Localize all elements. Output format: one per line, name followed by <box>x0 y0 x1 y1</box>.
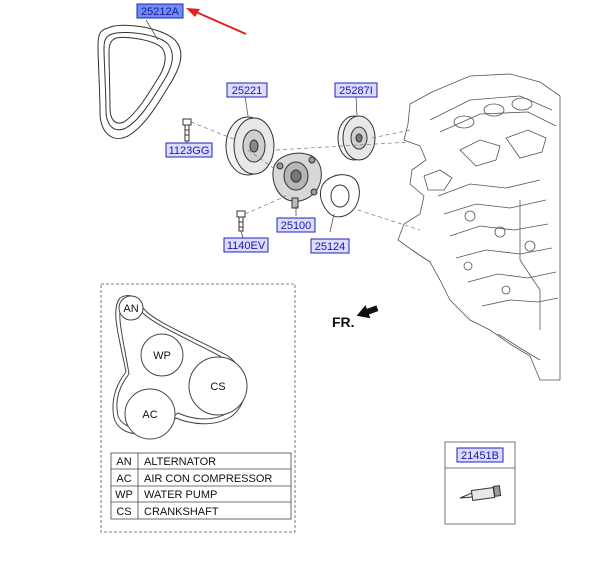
ac-circle-label: AC <box>142 409 157 421</box>
water-pump[interactable] <box>272 152 322 209</box>
callout-sealant-label: 21451B <box>461 450 499 462</box>
callout-pulley-label: 25221 <box>232 85 263 97</box>
callout-pulley[interactable]: 25221 <box>226 82 268 98</box>
legend-name: ALTERNATOR <box>144 456 216 468</box>
sealant-tube-icon[interactable] <box>459 485 502 502</box>
alternator-pulley-circle <box>118 295 144 321</box>
water-pump-pulley[interactable] <box>225 116 275 176</box>
assembly-lines <box>190 121 421 231</box>
drive-belt[interactable] <box>97 24 182 139</box>
ac-compressor-pulley-circle <box>124 388 176 440</box>
callout-water-pump[interactable]: 25100 <box>276 217 316 233</box>
callout-bolt-upper-label: 1123GG <box>169 145 210 157</box>
legend-code: AN <box>116 456 131 468</box>
callout-water-pump-label: 25100 <box>281 220 312 232</box>
legend-code: CS <box>116 506 131 518</box>
belt-routing-panel: AN WP CS AC AN ALTERNATOR AC AIR CON COM… <box>100 283 296 533</box>
callout-belt[interactable]: 25212A <box>136 3 184 19</box>
crankshaft-circle-label: CS <box>210 381 225 393</box>
callout-gasket[interactable]: 25124 <box>310 238 350 254</box>
water-pump-circle-label: WP <box>153 350 171 362</box>
red-arrow-icon <box>186 8 247 35</box>
front-label: FR. <box>332 314 355 330</box>
sealant-panel <box>444 441 516 525</box>
idler-pulley[interactable] <box>337 115 376 161</box>
callout-bolt-lower[interactable]: 1140EV <box>223 237 269 253</box>
legend-name: WATER PUMP <box>144 489 217 501</box>
legend-name: AIR CON COMPRESSOR <box>144 473 272 485</box>
callout-belt-label: 25212A <box>141 6 180 18</box>
legend-table: AN ALTERNATOR AC AIR CON COMPRESSOR WP W… <box>110 452 292 520</box>
water-pump-pulley-circle <box>140 333 184 377</box>
callout-idler-label: 25287I <box>339 85 373 97</box>
bolt-upper-icon[interactable] <box>182 118 192 142</box>
bolt-lower-icon[interactable] <box>236 210 246 232</box>
callout-bolt-lower-label: 1140EV <box>227 240 266 252</box>
crankshaft-pulley-circle <box>188 356 248 416</box>
callout-bolt-upper[interactable]: 1123GG <box>165 142 213 158</box>
callout-sealant[interactable]: 21451B <box>456 447 504 463</box>
gasket[interactable] <box>319 174 360 218</box>
legend-code: AC <box>116 473 131 485</box>
legend-code: WP <box>115 489 133 501</box>
callout-idler[interactable]: 25287I <box>334 82 378 98</box>
front-arrow-icon <box>356 305 379 319</box>
engine-block <box>397 73 561 381</box>
legend-name: CRANKSHAFT <box>144 506 219 518</box>
callout-gasket-label: 25124 <box>315 241 346 253</box>
alternator-circle-label: AN <box>123 303 138 315</box>
